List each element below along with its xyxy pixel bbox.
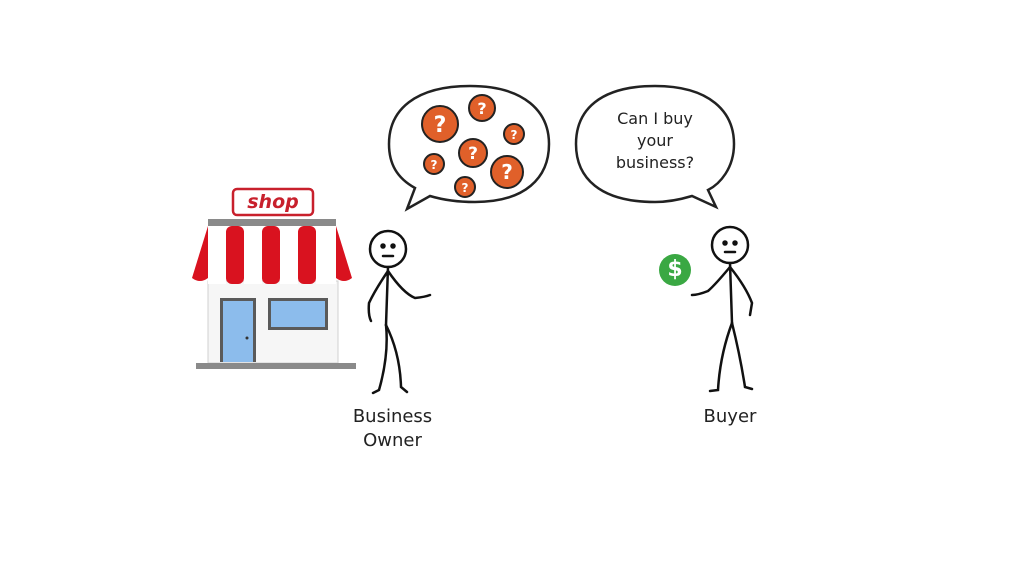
owner-stick-figure	[355, 225, 445, 400]
speech-line-2: your	[637, 131, 673, 150]
svg-text:?: ?	[477, 99, 486, 118]
buyer-stick-figure	[680, 225, 770, 400]
svg-text:?: ?	[431, 158, 438, 172]
dollar-coin-icon: $	[659, 254, 691, 286]
shop-sign-text: shop	[247, 191, 299, 213]
speech-line-1: Can I buy	[617, 109, 693, 128]
owner-label-line2: Owner	[363, 430, 422, 451]
shop-illustration: shop	[188, 186, 356, 372]
buyer-label: Buyer	[703, 406, 757, 427]
svg-text:?: ?	[501, 160, 513, 184]
svg-text:?: ?	[511, 128, 518, 142]
owner-label-line1: Business	[352, 406, 433, 427]
svg-text:?: ?	[462, 181, 469, 195]
question-marks-icon	[421, 94, 525, 198]
owner-label: Business Owner	[330, 405, 455, 453]
svg-text:?: ?	[434, 113, 447, 138]
owner-thought-bubble: ? ? ? ? ? ? ?	[385, 82, 555, 212]
speech-line-3: business?	[615, 153, 695, 172]
buyer-speech-bubble: Can I buy your business?	[570, 82, 740, 212]
svg-text:?: ?	[468, 144, 478, 164]
